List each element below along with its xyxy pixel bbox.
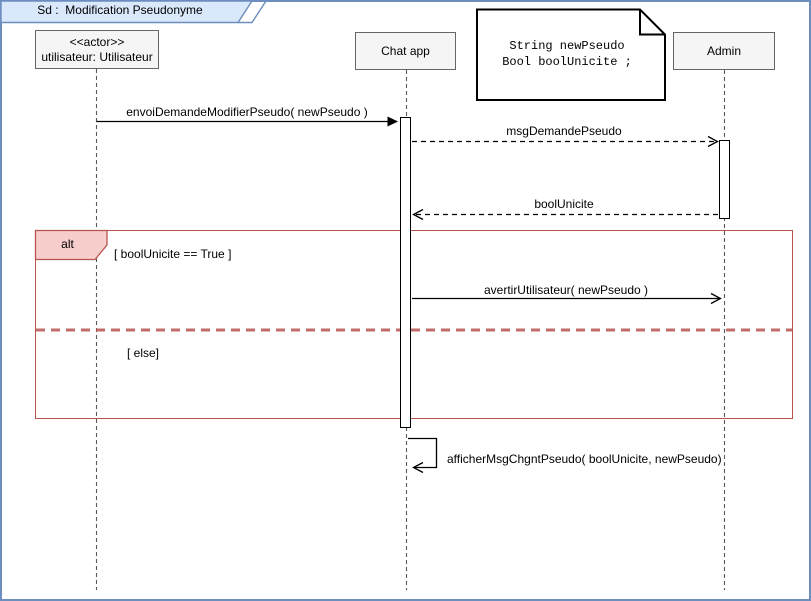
alt-guard-true: [ boolUnicite == True ]	[114, 247, 232, 261]
participant-utilisateur-name: utilisateur: Utilisateur	[41, 49, 153, 64]
note-line-1: String newPseudo	[509, 39, 625, 53]
message-label-bool-unicite: boolUnicite	[534, 197, 594, 211]
note-fold-icon	[639, 9, 665, 36]
alt-operator-label: alt	[61, 237, 74, 251]
note-shape	[476, 8, 666, 101]
participant-admin-name: Admin	[706, 43, 741, 58]
message-label-envoi-demande: envoiDemandeModifierPseudo( newPseudo )	[126, 105, 368, 119]
participant-admin-box: Admin	[673, 32, 775, 70]
message-label-afficher-msg: afficherMsgChgntPseudo( boolUnicite, new…	[447, 452, 722, 466]
participant-chatapp-name: Chat app	[381, 43, 430, 58]
participant-chatapp-box: Chat app	[355, 32, 456, 70]
activation-bar-admin	[719, 140, 730, 219]
alt-guard-else: [ else]	[127, 346, 160, 360]
message-arrow-afficher-msg-self	[408, 437, 438, 474]
alt-fragment-frame	[35, 230, 793, 419]
note-line-2: Bool boolUnicite ;	[502, 55, 632, 69]
participant-utilisateur-box: <<actor>> utilisateur: Utilisateur	[35, 30, 159, 69]
participant-utilisateur-stereotype: <<actor>>	[69, 34, 125, 49]
message-label-msg-demande-pseudo: msgDemandePseudo	[506, 124, 622, 138]
frame-title-tab-notch	[238, 0, 267, 24]
frame-title: Sd : Modification Pseudonyme	[37, 3, 203, 17]
message-label-avertir-utilisateur: avertirUtilisateur( newPseudo )	[483, 283, 649, 297]
activation-bar-chatapp	[400, 117, 411, 428]
note: String newPseudo Bool boolUnicite ;	[477, 38, 657, 70]
